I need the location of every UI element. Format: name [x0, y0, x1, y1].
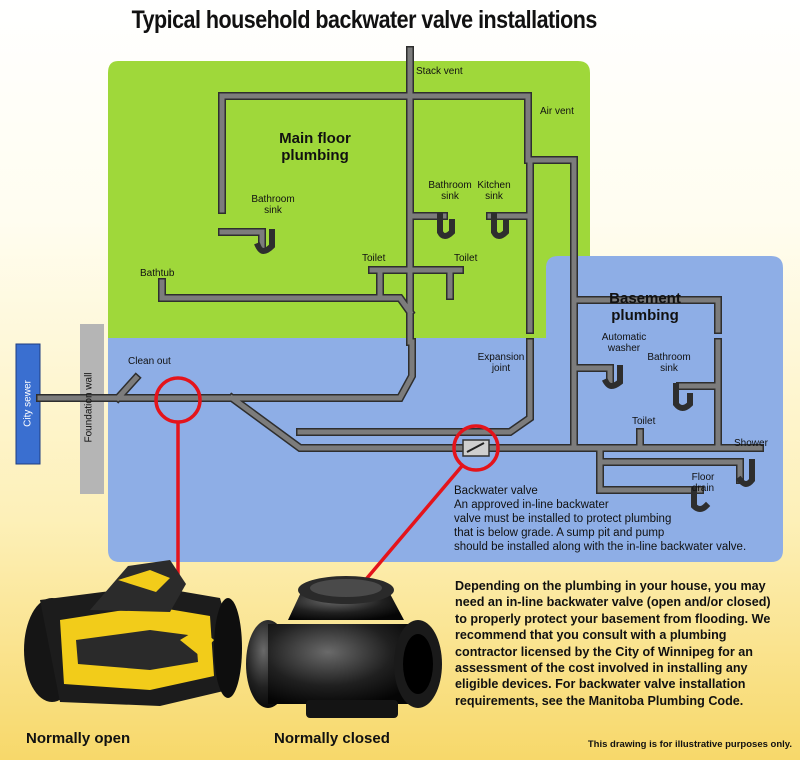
- main-floor-zone: [108, 61, 590, 338]
- floor-drain-line1: Floor: [691, 472, 715, 483]
- basement-zone: [108, 256, 783, 562]
- floor-drain-label: Floor drain: [686, 472, 720, 494]
- disclaimer-text: This drawing is for illustrative purpose…: [587, 739, 792, 750]
- floor-drain-line2: drain: [691, 483, 715, 494]
- bathroom-sink-main2-label: Bathroom sink: [425, 180, 475, 202]
- bathroom-sink-basement-line2: sink: [660, 363, 678, 374]
- bathroom-sink-basement-line1: Bathroom: [647, 352, 691, 363]
- backwater-note-line-1: An approved in-line backwater: [454, 499, 609, 511]
- bathroom-sink-main2-line2: sink: [441, 191, 459, 202]
- highlight-circle-valve: [452, 424, 500, 472]
- city-sewer-label: City sewer: [22, 380, 34, 427]
- stack-vent-label: Stack vent: [416, 66, 463, 77]
- paragraph-line-4: recommend that you consult with a plumbi…: [455, 628, 727, 643]
- backwater-note-line-4: should be installed along with the in-li…: [454, 541, 747, 553]
- backwater-valve-note: Backwater valve An approved in-line back…: [454, 484, 784, 554]
- main-floor-heading-line2: plumbing: [281, 147, 349, 164]
- main-floor-heading-line1: Main floor: [279, 130, 351, 147]
- backwater-note-heading: Backwater valve: [454, 485, 538, 497]
- bathroom-sink-main-line2: sink: [264, 205, 282, 216]
- paragraph-line-5: contractor licensed by the City of Winni…: [455, 644, 753, 659]
- paragraph-line-3: to properly protect your basement from f…: [455, 611, 771, 626]
- city-sewer-block: [15, 343, 41, 465]
- clean-out-label: Clean out: [128, 356, 171, 367]
- kitchen-sink-line2: sink: [485, 191, 503, 202]
- paragraph-line-8: requirements, see the Manitoba Plumbing …: [455, 693, 744, 708]
- basement-heading: Basement plumbing: [600, 290, 690, 324]
- backwater-valve-symbol: [462, 439, 490, 457]
- automatic-washer-label: Automatic washer: [596, 332, 652, 354]
- valve-illustration-open: [24, 560, 242, 706]
- pipe-fills: [37, 47, 763, 493]
- valve-illustration-closed: [246, 576, 442, 718]
- traps: [254, 213, 755, 512]
- shower-label: Shower: [734, 438, 768, 449]
- automatic-washer-line1: Automatic: [601, 332, 647, 343]
- bathroom-sink-main-line1: Bathroom: [251, 194, 295, 205]
- explanatory-paragraph: Depending on the plumbing in your house,…: [455, 578, 785, 709]
- highlight-callouts: [154, 376, 500, 586]
- foundation-wall-label: Foundation wall: [83, 372, 95, 443]
- callout-line-closed: [360, 464, 464, 586]
- bathroom-sink-main-label: Bathroom sink: [248, 194, 298, 216]
- paragraph-line-2: need an in-line backwater valve (open an…: [455, 595, 771, 610]
- expansion-joint-line2: joint: [491, 363, 511, 374]
- expansion-joint-line1: Expansion: [477, 352, 525, 363]
- caption-normally-open: Normally open: [26, 730, 131, 747]
- paragraph-line-1: Depending on the plumbing in your house,…: [455, 579, 766, 593]
- toilet-main-2-label: Toilet: [454, 253, 478, 264]
- main-floor-heading: Main floor plumbing: [270, 130, 360, 164]
- diagram-title: Typical household backwater valve instal…: [131, 6, 598, 34]
- toilet-basement-label: Toilet: [632, 416, 656, 427]
- bathroom-sink-basement-label: Bathroom sink: [644, 352, 694, 374]
- toilet-main-1-label: Toilet: [362, 253, 386, 264]
- caption-normally-closed: Normally closed: [274, 730, 390, 747]
- kitchen-sink-label: Kitchen sink: [474, 180, 514, 202]
- paragraph-line-6: assessment of the cost involved in insta…: [455, 661, 748, 676]
- backwater-note-line-3: that is below grade. A sump pit and pump: [454, 527, 665, 539]
- kitchen-sink-line1: Kitchen: [477, 180, 511, 191]
- expansion-joint-label: Expansion joint: [474, 352, 528, 374]
- paragraph-line-7: eligible devices. For backwater valve in…: [455, 677, 746, 692]
- foundation-wall: [80, 324, 104, 494]
- automatic-washer-line2: washer: [607, 343, 641, 354]
- bathroom-sink-main2-line1: Bathroom: [428, 180, 472, 191]
- basement-heading-line2: plumbing: [611, 307, 679, 324]
- bathtub-label: Bathtub: [140, 268, 175, 279]
- basement-heading-line1: Basement: [609, 290, 681, 307]
- air-vent-label: Air vent: [540, 106, 574, 117]
- backwater-note-line-2: valve must be installed to protect plumb…: [454, 513, 672, 525]
